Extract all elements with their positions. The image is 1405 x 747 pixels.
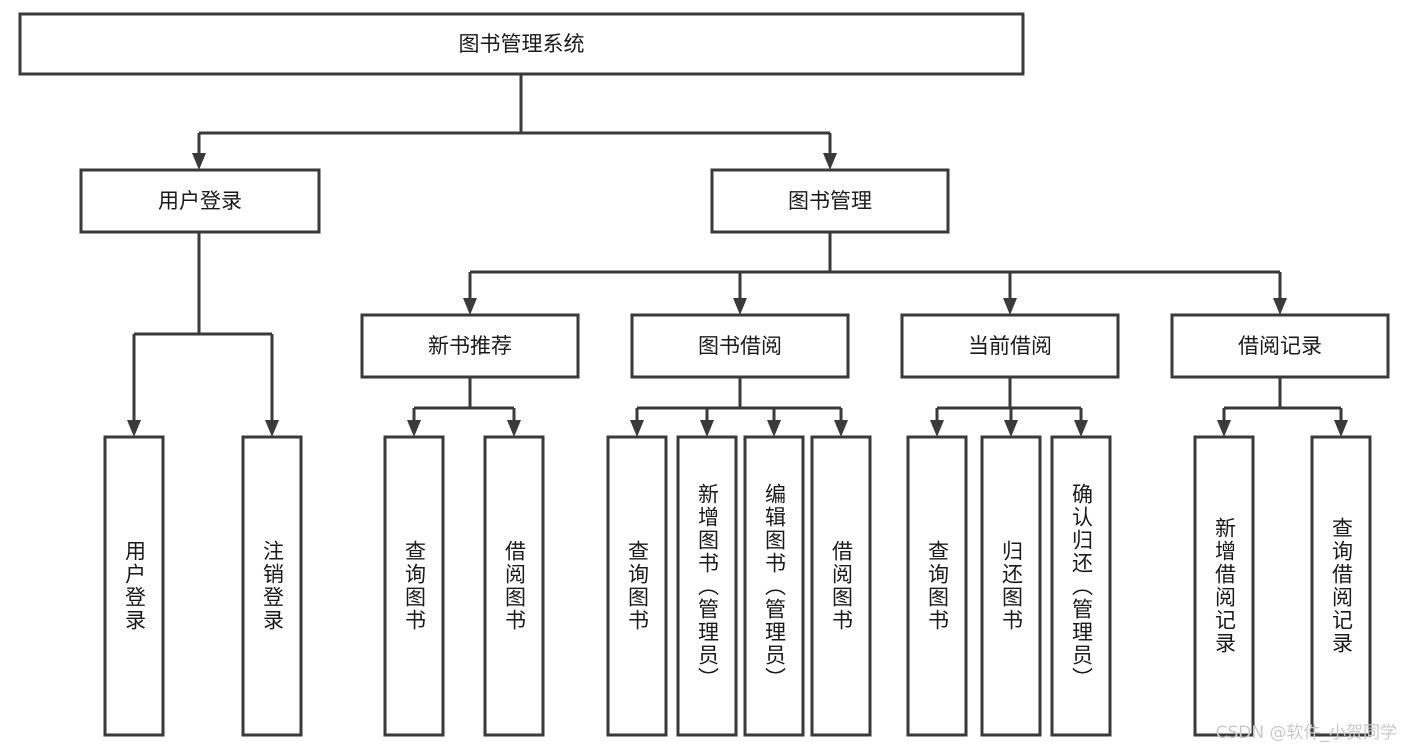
- node-box-confirm-return-admin: [1050, 435, 1112, 737]
- node-box-return-book: [980, 435, 1042, 737]
- node-box-add-borrow-record: [1193, 435, 1255, 737]
- arrow-head-icon: [834, 420, 848, 437]
- arrow-head-icon: [823, 153, 837, 170]
- node-box-borrow-records: [1170, 313, 1390, 379]
- arrow-head-icon: [1003, 298, 1017, 315]
- arrow-head-icon: [700, 420, 714, 437]
- connector-layer: [127, 74, 1348, 437]
- arrow-head-icon: [1273, 298, 1287, 315]
- node-box-root: [18, 12, 1025, 76]
- node-label-book-management: 图书管理: [788, 189, 872, 213]
- arrow-head-icon: [930, 420, 944, 437]
- node-box-layer: [18, 12, 1390, 737]
- node-label-root: 图书管理系统: [459, 32, 585, 56]
- arrow-head-icon: [767, 420, 781, 437]
- node-box-user-login: [79, 168, 321, 234]
- node-label-user-login: 用户登录: [158, 189, 242, 213]
- arrow-head-icon: [407, 420, 421, 437]
- node-label-new-book-recommend: 新书推荐: [428, 334, 512, 358]
- arrow-head-icon: [265, 420, 279, 437]
- node-box-query-borrow-record: [1310, 435, 1372, 737]
- node-box-borrow-book-2: [810, 435, 872, 737]
- node-box-current-borrow: [900, 313, 1120, 379]
- arrow-head-icon: [463, 298, 477, 315]
- arrow-head-icon: [192, 153, 206, 170]
- node-label-current-borrow: 当前借阅: [968, 334, 1052, 358]
- node-box-edit-book-admin: [743, 435, 805, 737]
- node-box-book-management: [710, 168, 950, 234]
- node-box-query-book-3: [906, 435, 968, 737]
- arrow-head-icon: [1334, 420, 1348, 437]
- node-box-user-login-do: [103, 435, 165, 737]
- node-box-add-book-admin: [676, 435, 738, 737]
- csdn-watermark: CSDN @软件_小贺同学: [1215, 723, 1397, 743]
- node-label-book-borrow: 图书借阅: [698, 334, 782, 358]
- arrow-head-icon: [630, 420, 644, 437]
- node-box-query-book-1: [383, 435, 445, 737]
- node-box-query-book-2: [606, 435, 668, 737]
- node-label-borrow-records: 借阅记录: [1238, 334, 1322, 358]
- arrow-head-icon: [1074, 420, 1088, 437]
- arrow-head-icon: [127, 420, 141, 437]
- arrow-head-icon: [1004, 420, 1018, 437]
- node-box-new-book-recommend: [360, 313, 580, 379]
- arrow-head-icon: [507, 420, 521, 437]
- node-box-user-logout: [241, 435, 303, 737]
- node-box-book-borrow: [630, 313, 850, 379]
- arrow-head-icon: [733, 298, 747, 315]
- arrow-head-icon: [1217, 420, 1231, 437]
- node-box-borrow-book-1: [483, 435, 545, 737]
